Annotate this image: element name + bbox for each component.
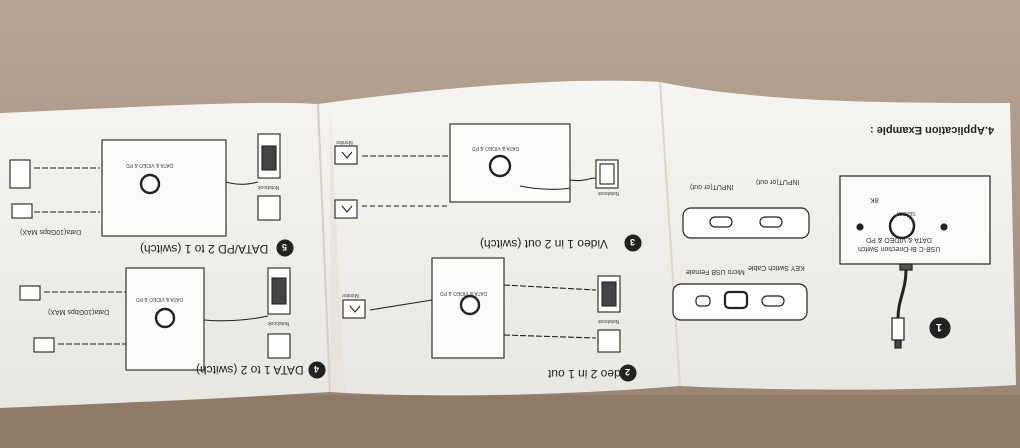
switch-box: [839, 175, 991, 265]
step-2-badge: [619, 364, 637, 382]
step-2-number: 2: [625, 367, 631, 377]
hdd-icon: [19, 285, 41, 301]
table-surface: [0, 395, 1020, 448]
monitor-label: Monitor: [336, 139, 353, 145]
port-side-a: [682, 207, 810, 239]
panel-1: [672, 175, 991, 349]
device-subtitle: DATA & VIDEO & PD: [136, 296, 184, 302]
hdd-icon: [33, 337, 55, 353]
switch-box: [101, 139, 227, 237]
micro-usb-plug: [891, 317, 905, 341]
select-button: [888, 212, 916, 240]
device-subtitle: DATA & VIDEO & PD: [472, 145, 520, 151]
port-label-bottom: Micro USB Female: [686, 268, 745, 275]
notebook-icon: [595, 159, 619, 189]
notebook-icon: [257, 195, 281, 221]
notebook-label: Notebook: [598, 190, 620, 196]
panel-5: [9, 133, 294, 257]
port-side-b: [672, 283, 808, 321]
step-5-caption: DATA/PD 2 to 1 (switch): [140, 242, 269, 256]
fold-shading: [330, 104, 345, 392]
step-4-badge: [308, 361, 326, 379]
step-4-number: 4: [314, 364, 320, 374]
fold-line: [659, 81, 681, 387]
monitor-icon: [342, 299, 366, 319]
select-label: SELECT: [896, 210, 916, 216]
notebook-label: Notebook: [258, 184, 280, 190]
section-title: 4.Application Example :: [870, 124, 995, 136]
fold-line: [317, 103, 331, 393]
data-label: Data(10Gbps MAX): [48, 308, 110, 315]
step-5-badge: [276, 239, 294, 257]
monitor-label: Monitor: [342, 292, 359, 298]
notebook-icon: [597, 329, 621, 353]
step-5-number: 5: [282, 242, 288, 252]
panel-2: [342, 257, 637, 382]
spec-label: 8K: [870, 196, 879, 203]
step-3-badge: [624, 234, 642, 252]
data-label: Data(10Gbps MAX): [20, 228, 82, 235]
device-subtitle: DATA & VIDEO & PD: [440, 290, 488, 296]
notebook-label: Notebook: [268, 320, 290, 326]
step-3-caption: Video 1 in 2 out (switch): [480, 237, 608, 251]
port-label-right: INPUT(or out): [756, 178, 800, 185]
device-subtitle: DATA & VIDEO & PD: [126, 162, 174, 168]
panel-4: [19, 267, 326, 379]
leaflet-paper: [0, 80, 1016, 408]
step-1-number: 1: [936, 321, 943, 333]
device-subtitle: DATA & VIDEO & PD: [866, 236, 932, 243]
step-2-caption: Video 2 in 1 out: [548, 367, 632, 381]
monitor-icon: [334, 145, 358, 165]
monitor-icon: [334, 199, 358, 219]
panel-3: [334, 123, 642, 252]
cable-label: KEY Switch Cable: [748, 264, 805, 271]
notebook-label: Notebook: [598, 318, 620, 324]
notebook-icon: [267, 333, 291, 359]
hdd-icon: [11, 203, 33, 219]
device-name: USB-C Bi-Direction Switch: [858, 245, 941, 252]
device-icon: [9, 159, 31, 189]
step-3-number: 3: [630, 237, 636, 247]
port-label-left: INPUT(or out): [690, 183, 734, 190]
step-1-badge: [929, 317, 951, 339]
step-4-caption: DATA 1 to 2 (switch): [196, 363, 304, 377]
